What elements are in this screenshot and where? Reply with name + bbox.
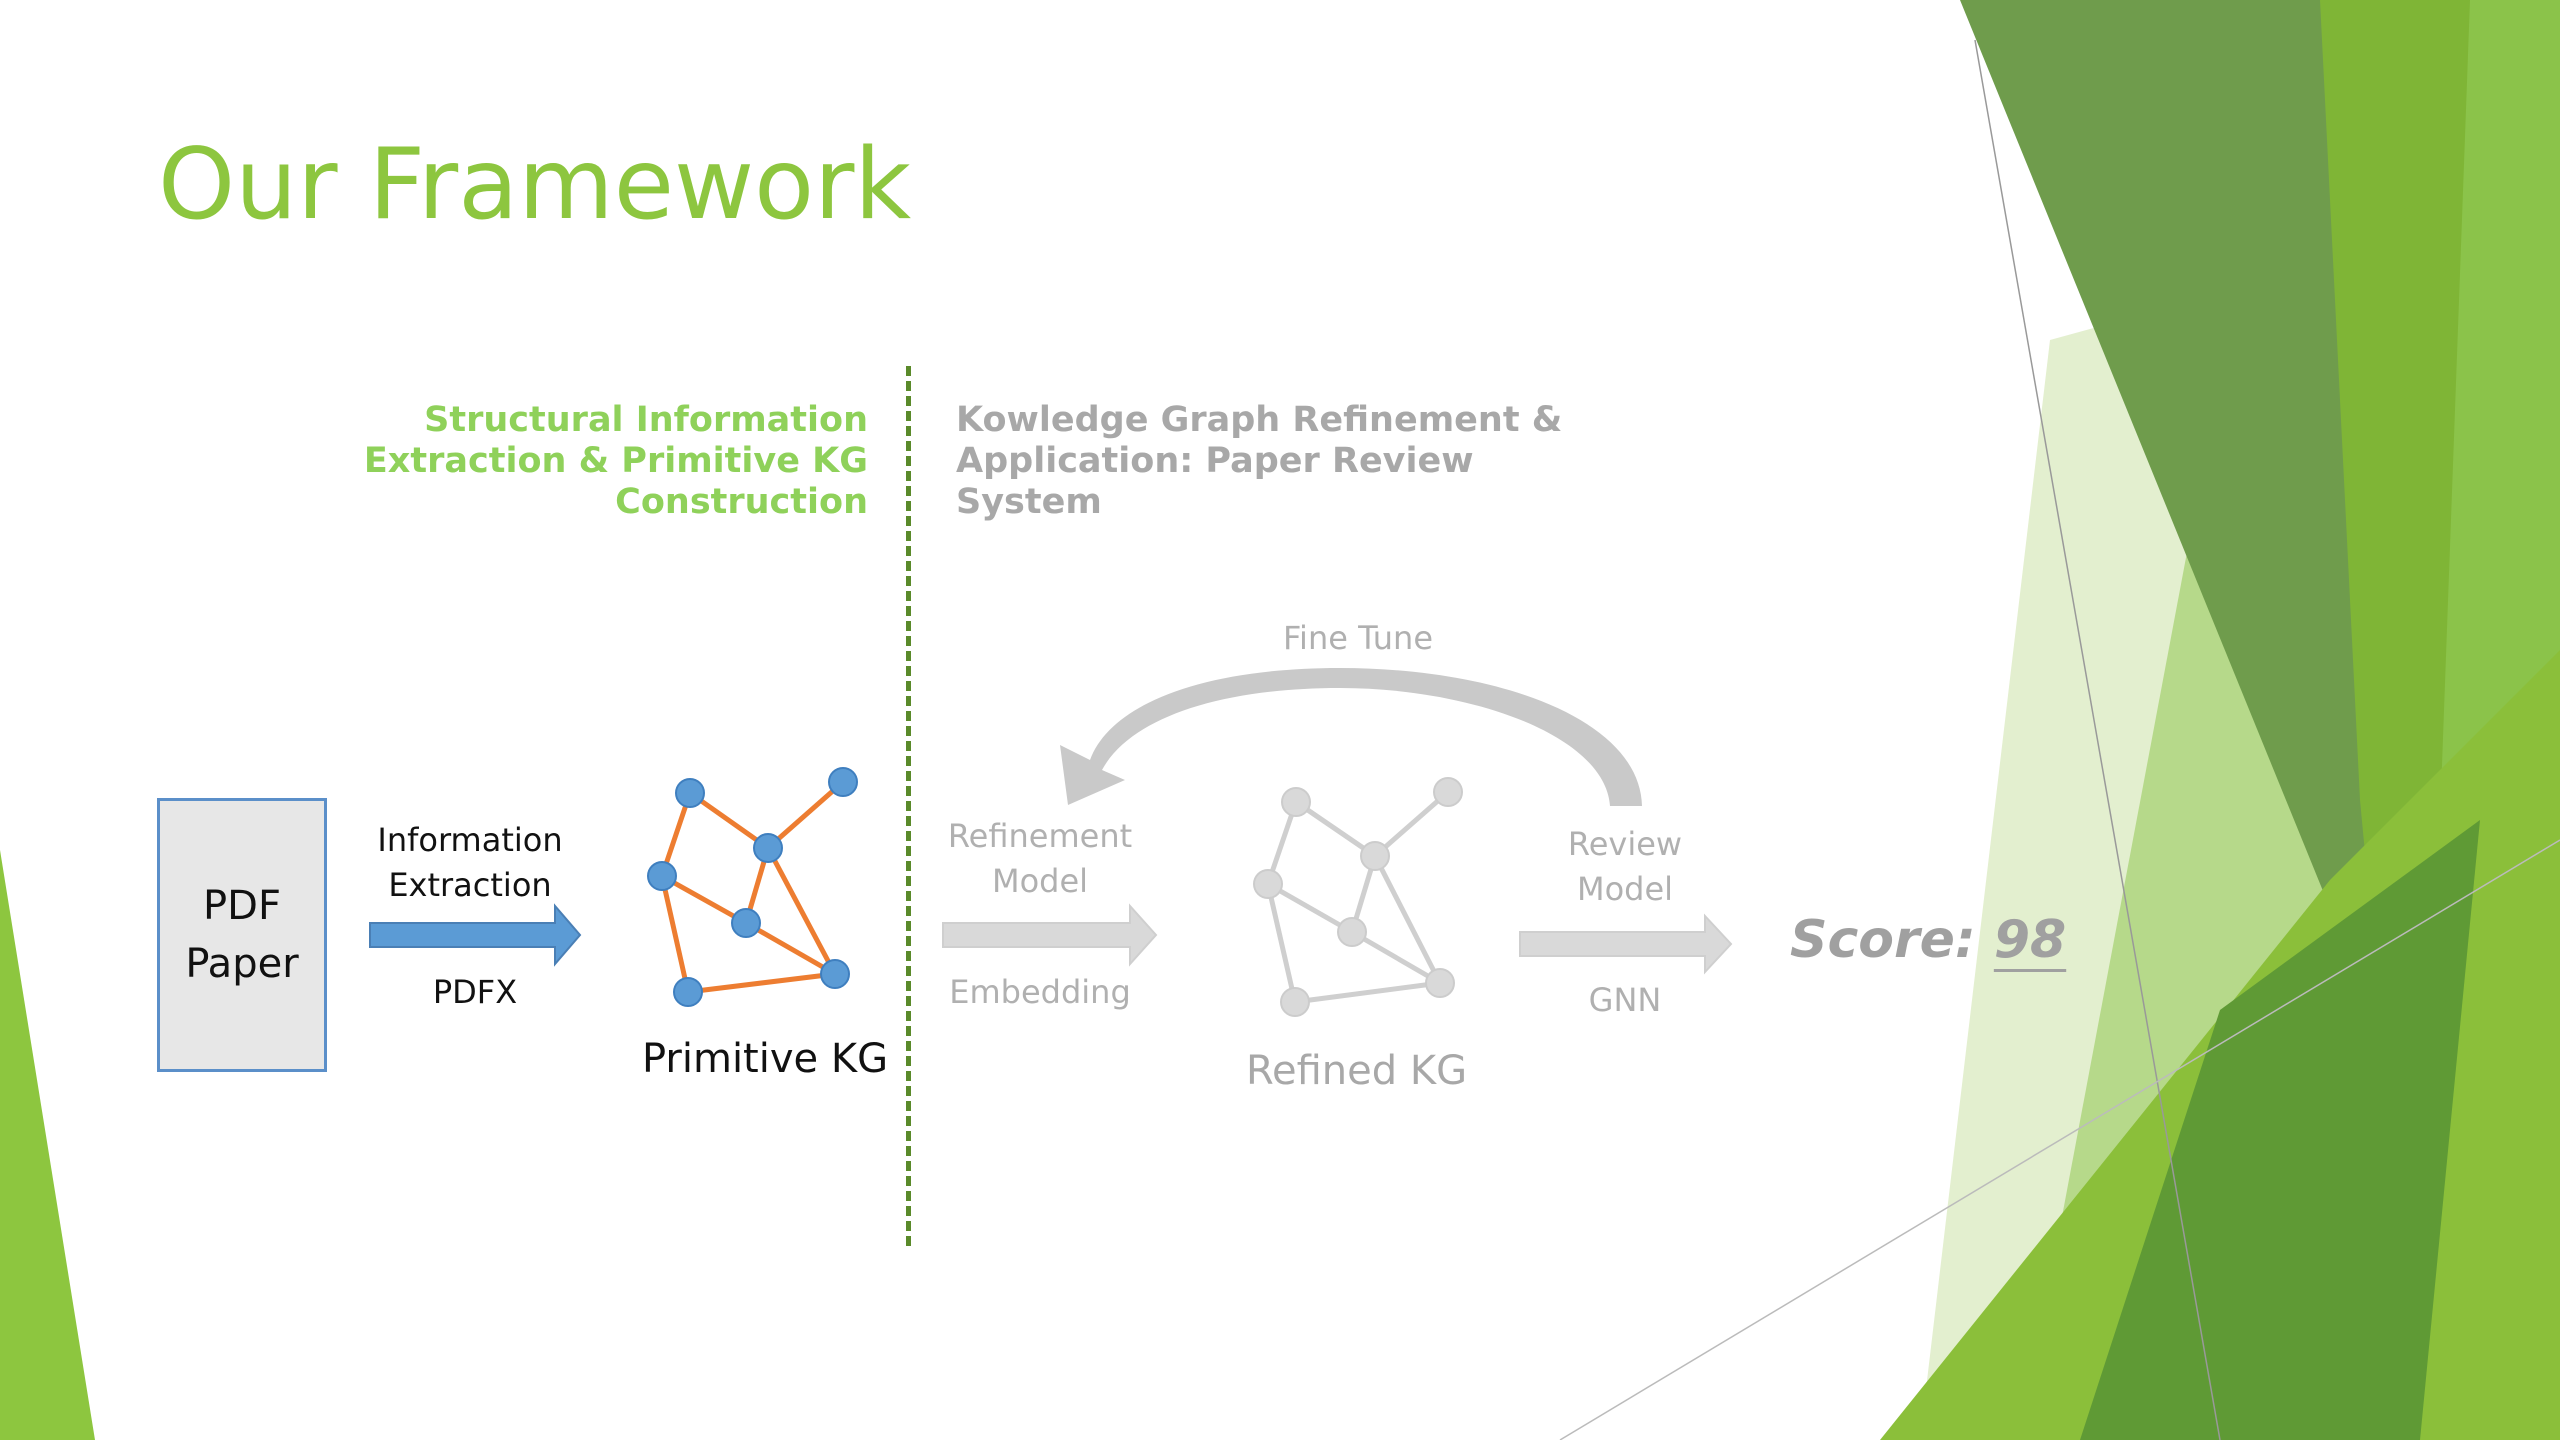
grey-right-arrow-icon [942,903,1158,967]
deco-thin-line-2 [1559,839,2560,1440]
kg-node [753,833,783,863]
score-label: Score: 98 [1790,910,2066,970]
slide-title: Our Framework [158,128,912,242]
deco-left-triangle [0,850,95,1440]
section-right-line: Application: Paper Review [956,441,1474,481]
grey-right-arrow-icon [1519,913,1733,975]
kg-edge [1350,929,1442,986]
section-left-line: Structural Information [424,400,868,440]
primitive-kg-label: Primitive KG [642,1036,889,1082]
kg-node [675,778,705,808]
pdfx-label: PDFX [432,973,518,1011]
step1-top-line: Information [377,821,563,859]
kg-node [673,977,703,1007]
blue-right-arrow-icon [369,903,582,967]
section-left-heading: Structural Information Extraction & Prim… [300,400,868,523]
kg-edge [744,920,837,977]
kg-edge [1294,980,1441,1005]
score-value: 98 [1993,910,2067,970]
kg-node [647,861,677,891]
gnn-label: GNN [1588,981,1662,1019]
kg-edge [1373,790,1450,858]
kg-node [1425,968,1455,998]
review-model-label: Review Model [1545,822,1705,912]
deco-band-far [2440,0,2560,900]
kg-node [1281,787,1311,817]
kg-node [820,959,850,989]
kg-edge [766,780,845,850]
kg-edge [687,971,836,995]
kg-node [1433,777,1463,807]
kg-node [828,767,858,797]
refinement-model-label: Refinement Model [940,814,1140,904]
deco-thin-line-1 [1974,39,2221,1440]
section-left-line: Extraction & Primitive KG [363,441,868,481]
kg-node [731,908,761,938]
kg-node [1360,841,1390,871]
refined-kg-label: Refined KG [1246,1048,1468,1094]
kg-edge [1372,854,1443,985]
kg-node [1280,987,1310,1017]
curved-arrow-icon [1060,668,1642,806]
pdf-box-line: PDF [203,883,281,929]
section-right-heading: Kowledge Graph Refinement & Application:… [956,400,1576,523]
kg-edge [1294,799,1377,859]
primitive-kg-graph [647,767,858,1007]
step2-top-line: Refinement [947,817,1133,855]
pdf-paper-box: PDF Paper [157,798,327,1072]
section-divider [906,366,911,1246]
section-right-line: Kowledge Graph Refinement & [956,400,1563,440]
kg-edge [659,875,691,993]
score-text: Score: [1790,910,1976,970]
kg-edge [1266,881,1354,935]
step2-top-line: Model [991,862,1089,900]
section-right-line: System [956,482,1102,522]
information-extraction-label: Information Extraction [370,818,570,908]
fine-tune-label: Fine Tune [1282,619,1434,657]
step3-top-line: Review [1567,825,1683,863]
embedding-label: Embedding [949,973,1131,1011]
kg-node [1337,917,1367,947]
deco-bottom-dark [2080,820,2480,1440]
step1-top-line: Extraction [388,866,552,904]
section-left-line: Construction [615,482,868,522]
kg-node [1253,869,1283,899]
step3-top-line: Model [1576,870,1674,908]
refined-kg-graph [1253,777,1463,1017]
kg-edge [660,873,748,926]
pdf-box-line: Paper [185,941,299,987]
kg-edge [765,846,838,976]
kg-edge [1265,883,1298,1003]
kg-edge [688,790,770,851]
